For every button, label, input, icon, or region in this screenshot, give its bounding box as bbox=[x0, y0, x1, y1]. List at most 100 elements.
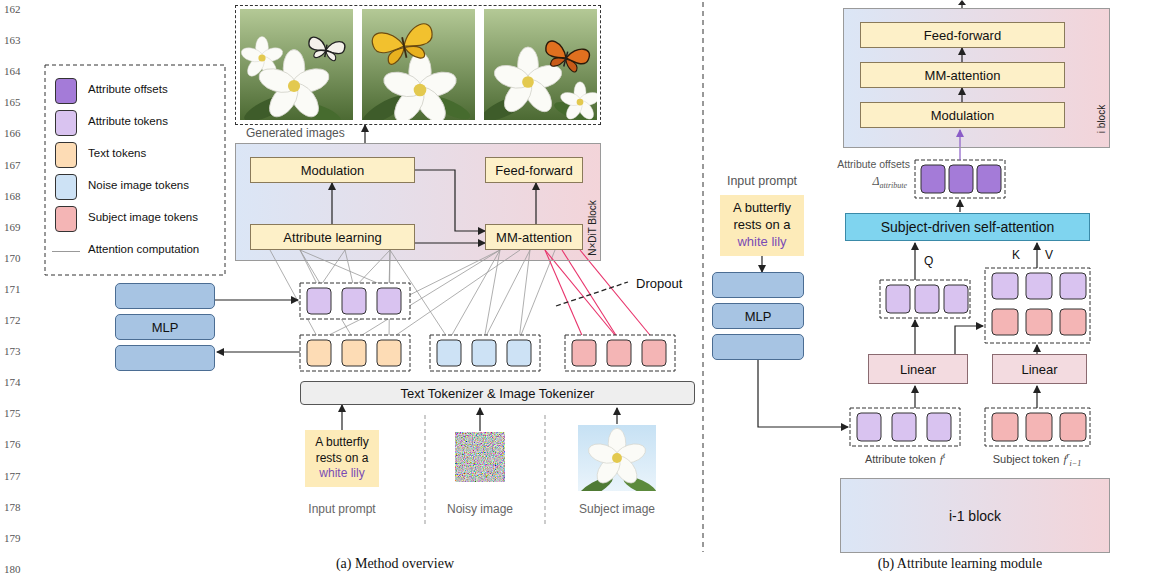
node-text: Text Tokenizer & Image Tokenizer bbox=[401, 386, 595, 401]
subject-token-group bbox=[565, 335, 675, 371]
line-number-text: 176 bbox=[4, 438, 21, 450]
line-number: 166 bbox=[4, 127, 21, 139]
line-number-text: 173 bbox=[4, 345, 21, 357]
attention-line bbox=[270, 250, 319, 340]
input-label-text: Input prompt bbox=[308, 502, 375, 516]
generated-photo bbox=[307, 36, 346, 62]
attention-line bbox=[300, 250, 389, 288]
attribute-token-group bbox=[850, 408, 960, 446]
attention-line bbox=[449, 250, 500, 340]
dropout-cut bbox=[556, 282, 628, 306]
flow-arrow bbox=[616, 408, 617, 424]
generated-photo bbox=[314, 49, 326, 59]
generated-photo bbox=[550, 56, 566, 69]
legend-text: Noise image tokens bbox=[88, 179, 189, 191]
noisy-image bbox=[455, 432, 505, 482]
subject-token-group bbox=[642, 340, 666, 366]
mlp-stack: MLP bbox=[712, 272, 804, 360]
node-text: Attribute learning bbox=[283, 230, 381, 245]
attention-line bbox=[354, 250, 500, 340]
legend-swatch bbox=[55, 78, 77, 104]
generated-photo bbox=[362, 90, 412, 120]
noise-token-group bbox=[507, 340, 531, 366]
generated-photo bbox=[293, 97, 343, 120]
generated-photo bbox=[542, 40, 591, 75]
query-token-group bbox=[915, 285, 939, 313]
legend-frame bbox=[45, 65, 225, 275]
qkv-label-text: V bbox=[1045, 248, 1053, 262]
flow-arrow bbox=[415, 242, 485, 243]
node-text: MM-attention bbox=[496, 230, 572, 245]
noise-token-group bbox=[437, 340, 461, 366]
line-number: 163 bbox=[4, 34, 21, 46]
process-box: Feed-forward bbox=[485, 157, 583, 183]
attention-line bbox=[484, 250, 530, 340]
generated-photo bbox=[240, 9, 353, 120]
flow-arrow bbox=[961, 88, 962, 102]
subject-token-group bbox=[1060, 413, 1086, 441]
offset-label: Attribute offsets bbox=[837, 158, 910, 170]
key-value-token-group bbox=[992, 309, 1018, 335]
noise-token-group bbox=[472, 340, 496, 366]
input-label: Input prompt bbox=[727, 174, 797, 188]
line-number-text: 174 bbox=[4, 376, 21, 388]
line-number-text: 168 bbox=[4, 190, 21, 202]
process-box: MM-attention bbox=[860, 62, 1065, 88]
legend-line-sample bbox=[52, 251, 80, 252]
flow-arrow bbox=[1036, 386, 1037, 408]
subject-photo bbox=[578, 425, 656, 491]
text-token-group bbox=[300, 335, 410, 371]
flow-arrow bbox=[959, 200, 960, 212]
legend-swatch bbox=[55, 110, 77, 136]
block-fill bbox=[843, 8, 1110, 148]
output-arrow bbox=[958, 0, 966, 5]
subject-photo bbox=[586, 428, 648, 487]
qkv-label-text: Q bbox=[924, 254, 933, 268]
line-number-text: 170 bbox=[4, 252, 21, 264]
legend-text: Text tokens bbox=[88, 147, 146, 159]
generated-photo bbox=[544, 40, 569, 60]
node-text: MLP bbox=[745, 309, 772, 324]
generated-photo bbox=[326, 39, 346, 54]
flow-arrow bbox=[217, 351, 300, 352]
key-value-token-group bbox=[1060, 309, 1086, 335]
flow-arrow bbox=[415, 170, 485, 231]
line-number: 174 bbox=[4, 376, 21, 388]
panel-caption-text: (a) Method overview bbox=[336, 556, 454, 571]
legend-text: Attribute offsets bbox=[88, 83, 168, 95]
block-title: i block bbox=[1096, 105, 1107, 133]
legend-text: Attribute tokens bbox=[88, 115, 168, 127]
math-label-text: attribute bbox=[879, 181, 907, 190]
key-value-token-group bbox=[1026, 309, 1052, 335]
attribute-token-group bbox=[377, 288, 401, 314]
attention-line bbox=[319, 250, 500, 340]
token-label-text: f bbox=[940, 453, 943, 465]
generated-photo bbox=[484, 9, 597, 120]
block-fill bbox=[235, 8, 1110, 261]
generated-photo bbox=[241, 90, 295, 120]
query-token-group bbox=[880, 280, 970, 318]
flow-arrow bbox=[331, 183, 332, 224]
node-text: i-1 block bbox=[949, 508, 1001, 524]
line-number-text: 163 bbox=[4, 34, 21, 46]
subject-attention-line bbox=[562, 250, 619, 340]
subject-attention-line bbox=[580, 250, 654, 340]
line-number: 172 bbox=[4, 314, 21, 326]
noise-token-group bbox=[430, 335, 540, 371]
attention-line bbox=[519, 250, 530, 340]
generated-photo bbox=[362, 9, 475, 120]
flow-arrow bbox=[914, 386, 915, 408]
offset-token-group bbox=[921, 165, 945, 193]
line-number-text: 172 bbox=[4, 314, 21, 326]
token-label: Attribute tokenft bbox=[865, 451, 945, 465]
query-token-group bbox=[944, 285, 968, 313]
line-number: 162 bbox=[4, 3, 21, 15]
node-text: A butterfly rests on a bbox=[315, 435, 368, 465]
process-box: Modulation bbox=[250, 157, 415, 183]
node-text: white lily bbox=[308, 466, 376, 482]
attention-line bbox=[389, 250, 390, 288]
node-text: Modulation bbox=[931, 108, 995, 123]
flow-arrow bbox=[364, 125, 365, 143]
token-label-text: Attribute token bbox=[865, 453, 936, 465]
